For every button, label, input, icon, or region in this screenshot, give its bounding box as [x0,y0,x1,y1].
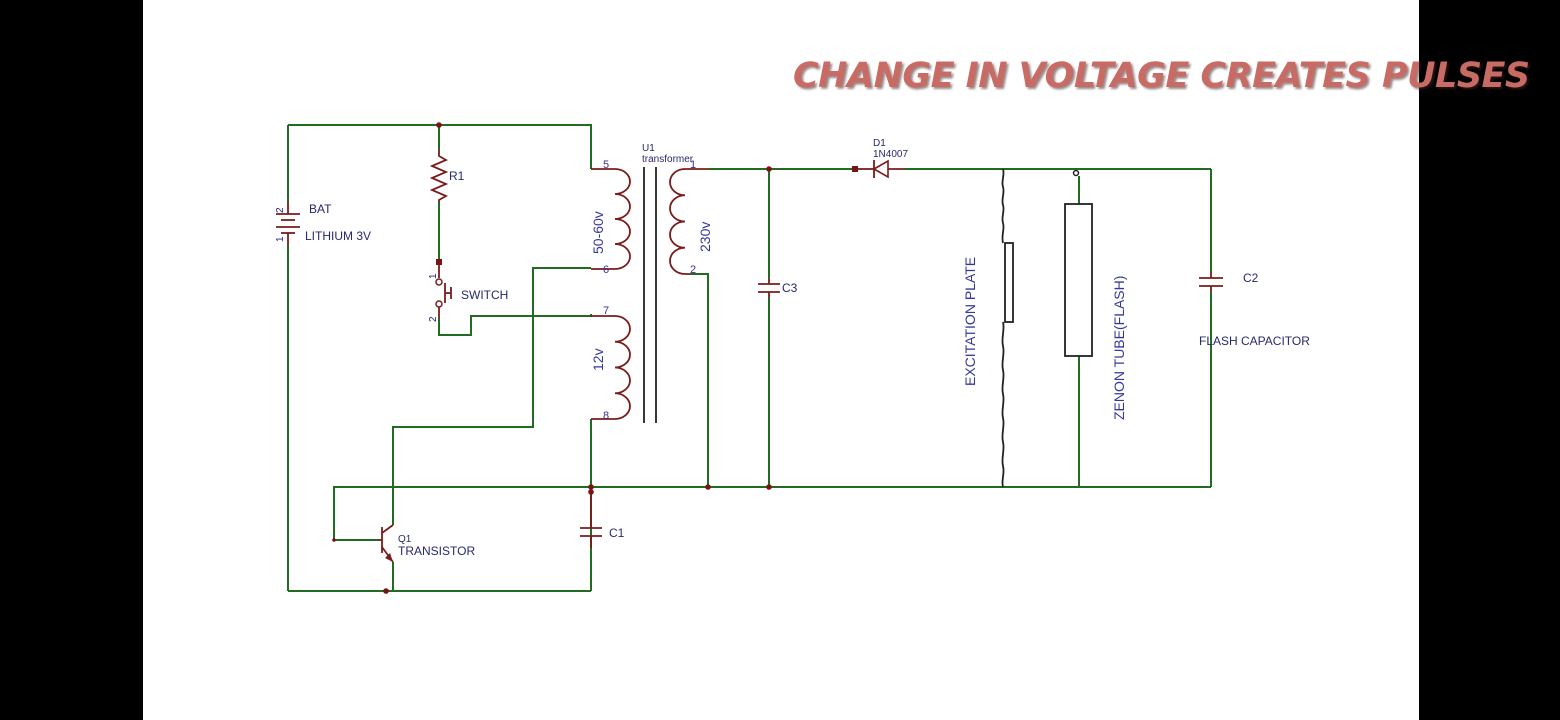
output-wires [690,168,1212,488]
switch-pin1-label: 1 [428,273,439,279]
primary-voltage-label: 50-60v [590,211,606,254]
resistor-symbol [429,150,449,202]
secondary-voltage-label: 230v [697,222,713,252]
flash-capacitor-label: FLASH CAPACITOR [1199,334,1310,348]
switch-pin2-label: 2 [428,316,439,322]
transistor-symbol [378,524,394,563]
xenon-tube-label: ZENON TUBE(FLASH) [1111,276,1127,420]
xenon-tube-symbol [1064,169,1093,357]
excitation-plate-label: EXCITATION PLATE [962,257,978,386]
circuit-schematic: 2 1 BAT LITHIUM 3V R1 1 2 SWITCH [275,122,1310,594]
transformer-pin7-label: 7 [603,305,609,317]
feedback-voltage-label: 12v [590,348,606,371]
resistor-ref-label: R1 [449,169,465,183]
diagram-title: CHANGE IN VOLTAGE CREATES PULSES [793,56,1530,96]
capacitor-c2-label: C2 [1243,271,1259,285]
battery-pin2-label: 2 [275,207,286,213]
battery-pin1-label: 1 [275,236,286,242]
transistor-label: TRANSISTOR [398,544,475,558]
capacitor-c3-label: C3 [782,281,798,295]
battery-value-label: LITHIUM 3V [305,229,371,243]
switch-label: SWITCH [461,288,508,302]
transformer-symbol [591,167,708,423]
transformer-name-label: transformer [642,154,694,165]
excitation-plate-symbol [1004,242,1014,323]
diode-ref-label: D1 [873,138,886,149]
capacitor-c1-label: C1 [609,526,625,540]
battery-symbol [276,202,300,245]
capacitor-c1-symbol [580,487,602,548]
capacitor-c3-symbol [758,278,780,298]
battery-ref-label: BAT [309,202,332,216]
schematic-canvas: CHANGE IN VOLTAGE CREATES PULSES [143,0,1530,720]
switch-symbol [435,259,452,318]
diode-value-label: 1N4007 [873,149,908,160]
driver-wires [287,124,1211,592]
transformer-pin2-label: 2 [690,264,696,276]
transformer-pin6-label: 6 [603,264,609,276]
junction-dots [332,122,772,594]
transformer-ref-label: U1 [642,143,655,154]
transformer-pin5-label: 5 [603,159,609,171]
transformer-pin1-label: 1 [690,159,696,171]
transistor-ref-label: Q1 [398,534,412,545]
diode-symbol [852,159,905,179]
capacitor-c2-symbol [1199,272,1223,292]
transformer-pin8-label: 8 [603,410,609,422]
